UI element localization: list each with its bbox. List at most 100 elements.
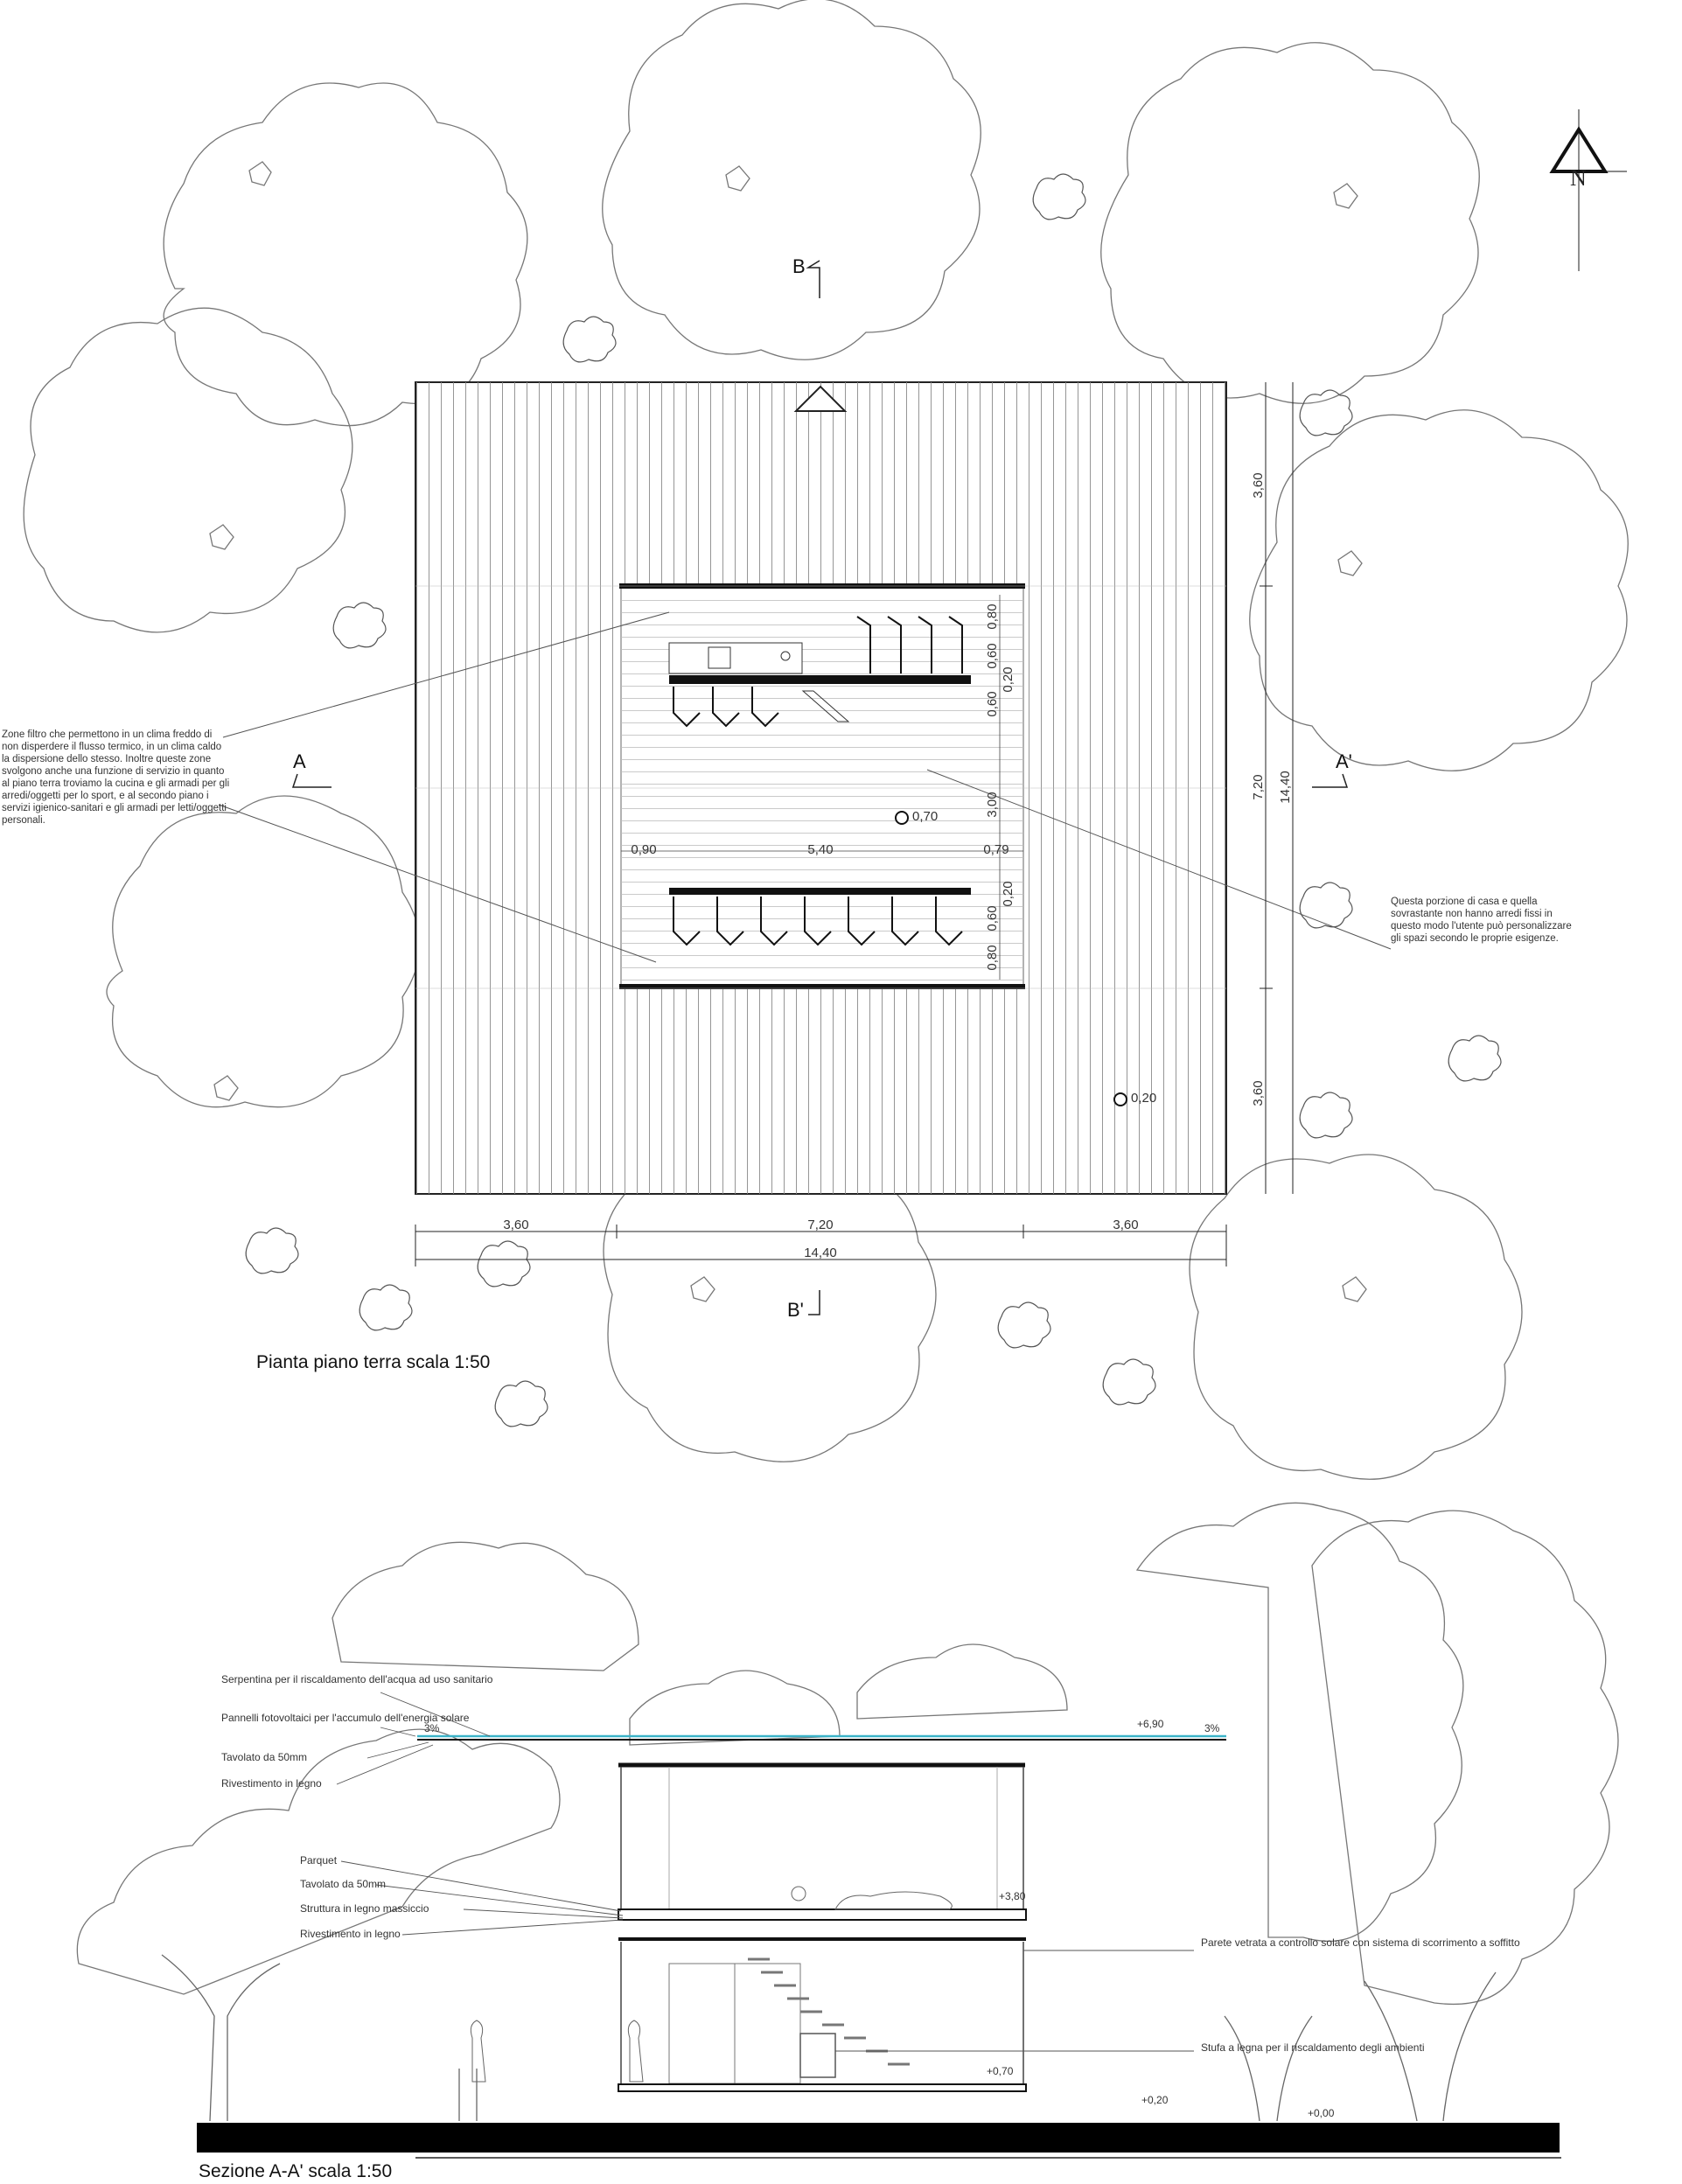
label-stufa: Stufa a legna per il riscaldamento degli…	[1201, 2041, 1424, 2054]
dim-label: 3,60	[1251, 1080, 1266, 1106]
plan-note-right: Questa porzione di casa e quella sovrast…	[1391, 897, 1572, 944]
tree-canopy	[1249, 409, 1629, 771]
dim-label: 3,00	[985, 792, 1000, 817]
level-label: 0,20	[1131, 1091, 1156, 1106]
leader-line	[218, 804, 657, 963]
canopy-detail	[725, 165, 750, 192]
section-marker-a-prime: A'	[1336, 750, 1352, 772]
tree-canopy	[629, 1670, 841, 1746]
canopy-detail	[1342, 1276, 1367, 1302]
bed	[834, 1891, 953, 1910]
tree-canopy	[163, 82, 528, 427]
label-tavolato-mid: Tavolato da 50mm	[300, 1878, 386, 1890]
dim-label: 0,80	[985, 945, 1000, 970]
south-wall	[619, 984, 1025, 989]
kitchen-counter	[668, 642, 803, 674]
bush	[1299, 882, 1353, 929]
person-figure	[470, 2020, 486, 2083]
bush	[359, 1284, 413, 1331]
plan-dimensions	[415, 382, 1294, 1266]
dim-label: 5,40	[807, 842, 833, 857]
dim-label: 3,60	[1251, 472, 1266, 498]
dim-label: 0,60	[985, 643, 1000, 668]
section-arrow-a-prime	[1312, 773, 1349, 788]
floor-plan	[218, 381, 1392, 1195]
wood-stove	[799, 2033, 836, 2078]
tree-canopy	[856, 1643, 1068, 1720]
intermediate-floor	[618, 1908, 1027, 1921]
section-arrow-b-prime	[808, 1290, 820, 1315]
section-trunks	[161, 1954, 1497, 2122]
stair-treads	[748, 1957, 910, 2066]
tree-canopy	[332, 1541, 639, 1671]
kitchen-sink	[708, 646, 731, 669]
stair	[801, 690, 850, 722]
bush	[494, 1380, 548, 1427]
canopy-detail	[690, 1276, 715, 1302]
dim-label: 7,20	[807, 1218, 833, 1232]
north-label: N	[1570, 165, 1587, 191]
label-rivestimento-mid: Rivestimento in legno	[300, 1928, 401, 1940]
ground-slab	[197, 2123, 1560, 2153]
dim-label: 0,20	[1001, 881, 1015, 906]
bush	[562, 316, 617, 363]
dim-label: 7,20	[1251, 774, 1266, 799]
label-parete: Parete vetrata a controllo solare con si…	[1201, 1936, 1520, 1949]
section-markers: A A' B B'	[291, 255, 1352, 1321]
canopy-detail	[213, 1075, 239, 1101]
level-floor0: +0,70	[987, 2065, 1014, 2077]
slope-left: 3%	[424, 1722, 440, 1734]
dim-label: 0,20	[1001, 666, 1015, 692]
level-ground: +0,00	[1308, 2107, 1335, 2119]
level-marker	[895, 811, 909, 825]
dim-label: 0,60	[985, 905, 1000, 931]
label-serpentina: Serpentina per il riscaldamento dell'acq…	[221, 1673, 493, 1685]
dim-label: 3,60	[1113, 1218, 1138, 1232]
plan-note-left: Zone filtro che permettono in un clima f…	[2, 729, 230, 826]
label-parquet: Parquet	[300, 1854, 338, 1867]
stove-burner	[780, 651, 791, 661]
level-base: +0,20	[1141, 2094, 1169, 2106]
level-label: 0,70	[912, 809, 938, 824]
dim-label: 0,80	[985, 604, 1000, 629]
bush	[1448, 1035, 1502, 1082]
house-section	[197, 1734, 1561, 2159]
dim-label: 14,40	[804, 1246, 837, 1260]
kitchen-band	[669, 675, 971, 684]
lamp	[791, 1886, 806, 1901]
tree-canopy	[602, 0, 981, 360]
label-struttura: Struttura in legno massiccio	[300, 1902, 429, 1915]
canopy-detail	[1333, 183, 1358, 209]
lower-wardrobe-doors	[673, 897, 963, 946]
canopy-detail	[1337, 550, 1363, 576]
section-marker-b-prime: B'	[787, 1299, 804, 1321]
level-marker	[1113, 1092, 1127, 1106]
plan-title: Pianta piano terra scala 1:50	[256, 1352, 491, 1372]
label-rivestimento-top: Rivestimento in legno	[221, 1777, 322, 1790]
tree-canopy	[1311, 1510, 1619, 2006]
leader-line	[926, 769, 1392, 950]
north-arrow-icon: N	[1549, 109, 1627, 271]
dim-label: 14,40	[1278, 771, 1293, 804]
bush	[1299, 389, 1353, 436]
level-floor1: +3,80	[999, 1890, 1026, 1902]
bush	[332, 602, 387, 649]
slope-right: 3%	[1204, 1722, 1220, 1734]
tree-canopy	[106, 795, 421, 1108]
entrance-triangle	[793, 385, 848, 412]
ground-floor-slab	[618, 2083, 1027, 2092]
canopy-detail	[209, 524, 234, 550]
section-marker-b: B	[792, 255, 806, 277]
label-tavolato-top: Tavolato da 50mm	[221, 1751, 307, 1763]
bush	[477, 1240, 531, 1287]
tree-canopy	[1189, 1154, 1523, 1480]
section-marker-a: A	[293, 750, 306, 772]
section-arrow-a	[291, 773, 332, 788]
wardrobe-band	[669, 888, 971, 895]
canopy-detail	[248, 161, 272, 186]
section-arrow-b	[806, 260, 820, 298]
leader-line	[222, 611, 670, 738]
tree-canopy	[23, 307, 353, 633]
bush	[997, 1301, 1051, 1349]
